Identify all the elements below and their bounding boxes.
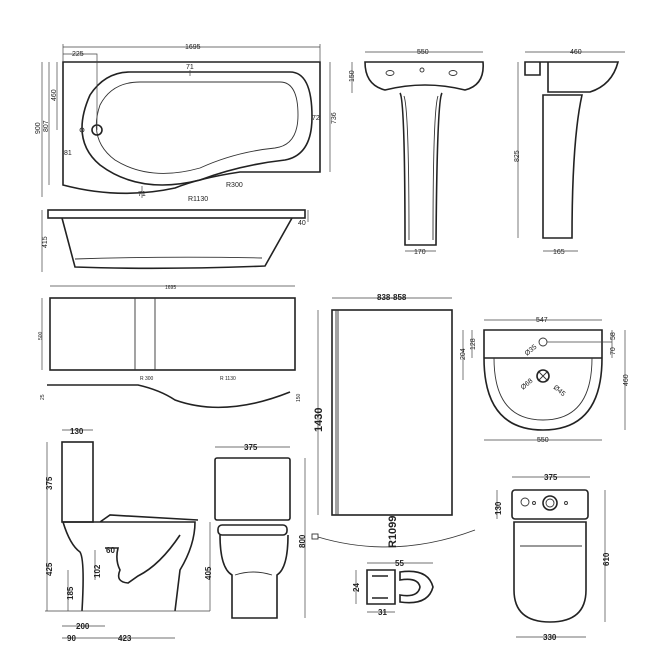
- panel-r300: R 300: [140, 376, 154, 382]
- dim-72: 72: [312, 115, 320, 122]
- dim-81: 81: [64, 150, 72, 157]
- bp-dim-70: 70: [610, 347, 617, 355]
- wc-dim-60: 60: [106, 546, 115, 555]
- wc-front-view: 375 800: [214, 443, 307, 619]
- basin-side-view: 460 825 165: [514, 49, 625, 256]
- bp-dim-204: 204: [460, 348, 467, 360]
- profile-dim-55: 55: [395, 559, 404, 568]
- basin-front-view: 550 150 170: [349, 49, 484, 256]
- wcf-dim-375: 375: [244, 443, 258, 452]
- bp-dim-58: 58: [610, 332, 617, 340]
- dim-71-top: 71: [186, 64, 194, 71]
- dim-r300: R300: [226, 182, 243, 189]
- dim-1695: 1695: [185, 44, 201, 51]
- dim-460: 460: [51, 89, 58, 101]
- bp-dim-550: 550: [537, 437, 549, 444]
- wc-dim-425: 425: [45, 562, 54, 576]
- bp-waste-outer: Ø68: [520, 378, 535, 392]
- bath-side-view: 40 415: [41, 209, 309, 272]
- bp-waste-inner: Ø45: [552, 384, 567, 398]
- basin-dim-170: 170: [414, 249, 426, 256]
- wcp-dim-130: 130: [494, 501, 503, 515]
- dim-900: 900: [35, 122, 42, 134]
- dim-40: 40: [298, 220, 306, 227]
- wc-dim-90: 90: [67, 634, 76, 643]
- basin-dim-550: 550: [417, 49, 429, 56]
- wc-dim-375: 375: [45, 476, 54, 490]
- basin-plan-view: 547 550 460 204 128 58 70 Ø35 Ø68 Ø45: [460, 317, 630, 444]
- bath-plan-view: 1695 225 900 807 460 71 72 736 81 71 R30…: [35, 44, 338, 203]
- profile-dim-24: 24: [352, 583, 361, 592]
- panel-dim-25: 25: [40, 394, 46, 400]
- wc-side-view: 130 375 425 185 102 60 200 90 423 405: [45, 427, 213, 643]
- screen-dim-width: 838-858: [377, 293, 407, 302]
- wcp-dim-330: 330: [543, 633, 557, 642]
- bp-tap-hole: Ø35: [524, 344, 539, 358]
- wcp-dim-375: 375: [544, 473, 558, 482]
- wc-plan-view: 375 130 610 330: [494, 473, 611, 642]
- wc-dim-200: 200: [76, 622, 90, 631]
- screen-dim-1430: 1430: [313, 408, 325, 432]
- wc-dim-423: 423: [118, 634, 132, 643]
- basin-dim-150: 150: [349, 70, 356, 82]
- dim-71-bottom: 71: [138, 191, 146, 198]
- basin-side-dim-165: 165: [553, 249, 565, 256]
- profile-dim-31: 31: [378, 608, 387, 617]
- wc-dim-185: 185: [66, 586, 75, 600]
- dim-415: 415: [42, 236, 49, 248]
- panel-r1130: R 1130: [220, 376, 236, 382]
- bp-dim-547: 547: [536, 317, 548, 324]
- wcf-dim-800: 800: [298, 534, 307, 548]
- dim-r1130: R1130: [188, 196, 208, 203]
- bath-screen: 838-858 1430 R1099 55 24 31: [311, 293, 476, 617]
- basin-side-dim-825: 825: [514, 150, 521, 162]
- wc-dim-130: 130: [70, 427, 84, 436]
- bp-dim-128: 128: [470, 338, 477, 350]
- wc-dim-102: 102: [93, 564, 102, 578]
- wcp-dim-610: 610: [602, 552, 611, 566]
- bp-dim-460: 460: [623, 374, 630, 386]
- screen-radius: R1099: [387, 516, 399, 548]
- wc-dim-405: 405: [204, 566, 213, 580]
- dim-736: 736: [331, 112, 338, 124]
- panel-dim-1695: 1695: [165, 285, 176, 291]
- panel-dim-500: 500: [38, 331, 44, 340]
- dim-225: 225: [72, 51, 84, 58]
- dim-807: 807: [43, 120, 50, 132]
- basin-side-dim-460: 460: [570, 49, 582, 56]
- panel-dim-150: 150: [296, 393, 302, 402]
- bath-panel: 1695 500 R 300 R 1130 25 150: [38, 285, 302, 409]
